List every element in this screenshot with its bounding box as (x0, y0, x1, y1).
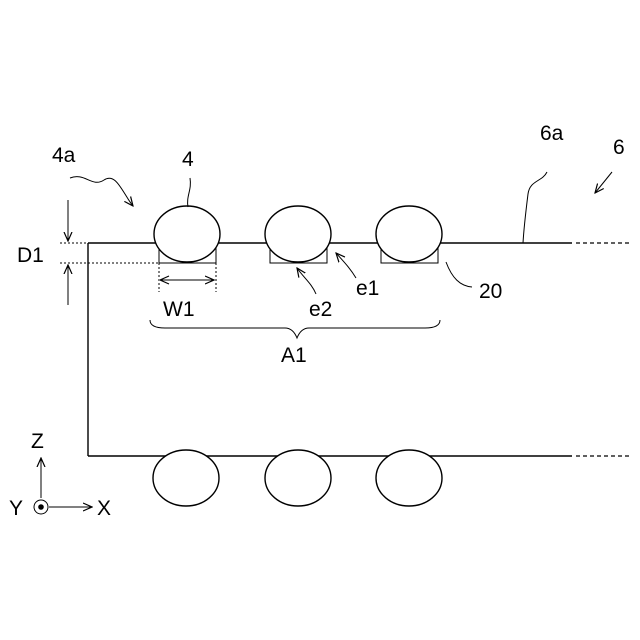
y-axis-dot (38, 504, 44, 510)
label-e2: e2 (309, 298, 332, 321)
d1-dimension (60, 200, 160, 305)
label-e1: e1 (356, 277, 379, 300)
label-6: 6 (613, 136, 625, 159)
label-d1: D1 (17, 244, 44, 267)
top-particles (154, 206, 442, 262)
label-20: 20 (479, 280, 502, 303)
label-a1: A1 (281, 344, 307, 367)
sheet-body (88, 243, 630, 456)
axis-label-x: X (97, 497, 111, 520)
leader-e1 (336, 253, 356, 278)
axis-label-z: Z (31, 430, 44, 453)
label-6a: 6a (540, 122, 564, 145)
leaders (70, 172, 612, 294)
leader-20 (446, 262, 472, 287)
leader-6 (595, 172, 612, 193)
label-4: 4 (182, 148, 194, 171)
leader-4 (188, 178, 191, 207)
w1-dimension (159, 263, 216, 292)
label-4a: 4a (52, 144, 76, 167)
label-w1: W1 (163, 298, 195, 321)
a1-brace (150, 320, 440, 338)
leader-e2 (297, 268, 316, 294)
leader-4a (70, 177, 133, 206)
coordinate-axes (34, 458, 92, 514)
leader-6a (523, 172, 547, 243)
axis-label-y: Y (9, 497, 23, 520)
bottom-particles (153, 450, 442, 506)
